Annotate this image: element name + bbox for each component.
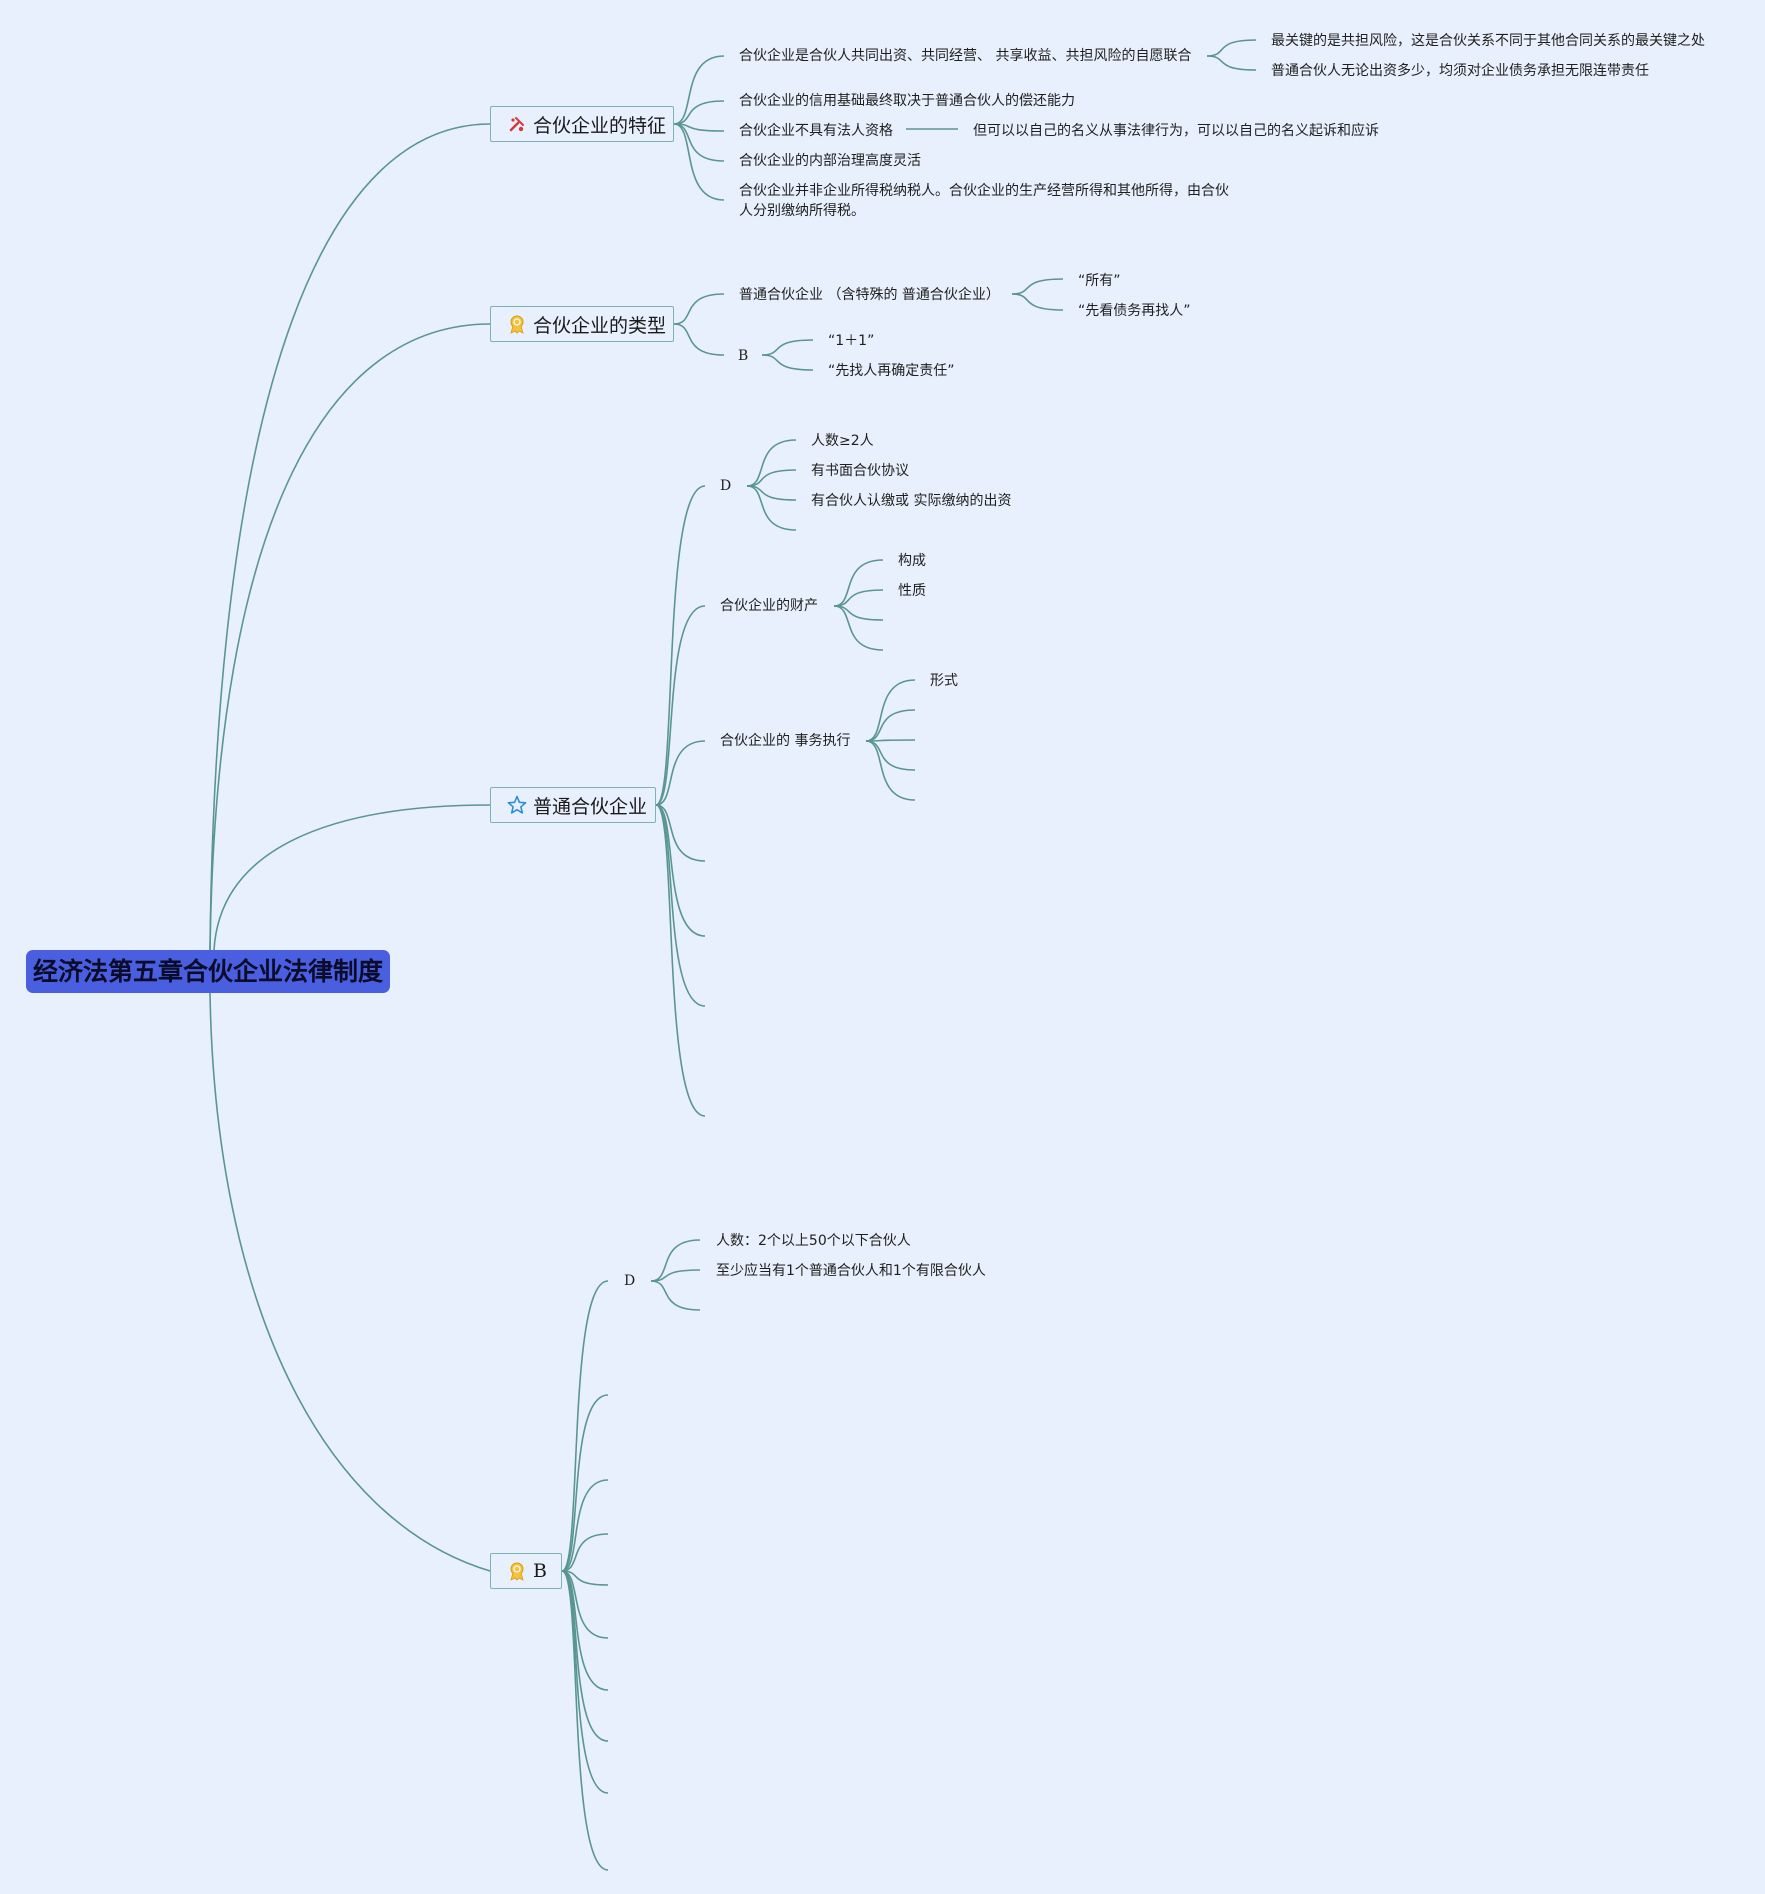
branch-connector (746, 439, 797, 487)
branch-connector (761, 354, 814, 371)
limited-subitem[interactable]: 人数：2个以上50个以下合伙人 (716, 1233, 911, 1249)
award-icon (507, 1561, 527, 1581)
branch-connector (746, 485, 797, 531)
branch-connector (673, 55, 725, 125)
branch-title: 普通合伙企业 (533, 795, 648, 818)
tools-icon (507, 114, 527, 134)
type-subitem[interactable]: “先看债务再找人” (1078, 303, 1191, 319)
branch-connector (655, 740, 706, 806)
branch-connector (655, 804, 706, 862)
branch-connector (1206, 39, 1257, 57)
branch-connector (673, 123, 725, 201)
connector-lines (209, 39, 1257, 1871)
limited-item[interactable]: D (624, 1273, 636, 1289)
general-item[interactable]: D (720, 478, 732, 494)
award-icon (507, 314, 527, 334)
general-subitem[interactable]: 有合伙人认缴或 实际缴纳的出资 (811, 493, 1012, 509)
characteristic-item[interactable]: 合伙企业并非企业所得税纳税人。合伙企业的生产经营所得和其他所得，由合伙人分别缴纳… (739, 183, 1229, 219)
branch-connector (865, 740, 916, 801)
root-connector (213, 804, 491, 951)
branch-connector (865, 739, 916, 742)
branch-connector (655, 804, 706, 1117)
branch-connector (761, 339, 814, 356)
type-subitem[interactable]: “1＋1” (828, 333, 875, 349)
branch-connector (561, 1570, 609, 1794)
branch-connector (561, 1479, 609, 1572)
general-subitem[interactable]: 人数≥2人 (811, 433, 874, 449)
branch-connector (1011, 278, 1064, 295)
branch-connector (673, 293, 725, 325)
branch-connector (650, 1280, 701, 1311)
branch-node-types[interactable]: 合伙企业的类型 (490, 306, 674, 342)
root-connector (209, 323, 491, 951)
root-topic[interactable]: 经济法第五章合伙企业法律制度 (26, 950, 390, 993)
type-item[interactable]: 普通合伙企业 （含特殊的 普通合伙企业） (739, 287, 1000, 303)
general-item[interactable]: 合伙企业的财产 (720, 598, 818, 614)
limited-subitem[interactable]: 至少应当有1个普通合伙人和1个有限合伙人 (716, 1263, 986, 1279)
branch-connector (561, 1570, 609, 1742)
characteristic-subitem[interactable]: 但可以以自己的名义从事法律行为，可以以自己的名义起诉和应诉 (973, 123, 1379, 139)
general-item[interactable]: 合伙企业的 事务执行 (720, 733, 851, 749)
type-item[interactable]: B (738, 348, 749, 364)
characteristic-subitem[interactable]: 普通合伙人无论出资多少，均须对企业债务承担无限连带责任 (1271, 63, 1649, 79)
general-subitem[interactable]: 有书面合伙协议 (811, 463, 909, 479)
branch-node-general-partnership[interactable]: 普通合伙企业 (490, 787, 656, 823)
branch-connector (833, 589, 884, 607)
branch-connector (561, 1570, 609, 1586)
branch-title: B (533, 1560, 547, 1582)
branch-title: 合伙企业的类型 (533, 314, 667, 337)
branch-connector (561, 1394, 609, 1572)
branch-connector (655, 804, 706, 937)
branch-connector (865, 679, 916, 742)
star-icon (507, 795, 527, 815)
branch-connector (833, 605, 884, 651)
root-connector (209, 123, 491, 951)
root-connector (209, 992, 491, 1572)
branch-connector (561, 1570, 609, 1871)
branch-connector (561, 1570, 609, 1639)
general-subitem[interactable]: 形式 (930, 673, 958, 689)
branch-connector (561, 1533, 609, 1572)
branch-connector (655, 605, 706, 806)
branch-connector (673, 323, 725, 356)
branch-connector (1206, 55, 1257, 71)
type-subitem[interactable]: “所有” (1078, 273, 1121, 289)
branch-connector (561, 1280, 609, 1572)
characteristic-item[interactable]: 合伙企业的内部治理高度灵活 (739, 153, 921, 169)
general-subitem[interactable]: 性质 (898, 583, 926, 599)
branch-connector (1011, 293, 1064, 311)
branch-connector (655, 485, 706, 806)
characteristic-item[interactable]: 合伙企业不具有法人资格 (739, 123, 893, 139)
branch-connector (746, 469, 797, 487)
branch-connector (655, 804, 706, 1007)
branch-connector (673, 123, 725, 162)
characteristic-item[interactable]: 合伙企业是合伙人共同出资、共同经营、 共享收益、共担风险的自愿联合 (739, 48, 1192, 64)
branch-connector (650, 1239, 701, 1282)
branch-node-characteristics[interactable]: 合伙企业的特征 (490, 106, 674, 142)
type-subitem[interactable]: “先找人再确定责任” (828, 363, 955, 379)
branch-title: 合伙企业的特征 (533, 114, 667, 137)
branch-node-b[interactable]: B (490, 1553, 562, 1589)
characteristic-subitem[interactable]: 最关键的是共担风险，这是合伙关系不同于其他合同关系的最关键之处 (1271, 33, 1705, 49)
branch-connector (673, 100, 725, 125)
branch-connector (865, 709, 916, 742)
branch-connector (650, 1269, 701, 1282)
branch-connector (833, 559, 884, 607)
general-subitem[interactable]: 构成 (898, 553, 926, 569)
characteristic-item[interactable]: 合伙企业的信用基础最终取决于普通合伙人的偿还能力 (739, 93, 1075, 109)
